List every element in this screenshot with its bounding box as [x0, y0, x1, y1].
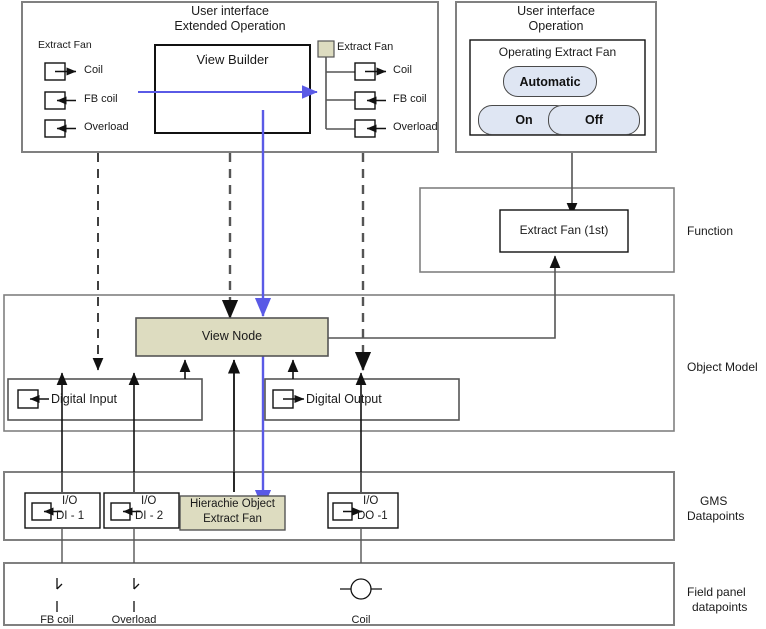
- tree-io-icon-fbcoil: [354, 91, 386, 110]
- tree-io-icon-overload: [354, 119, 386, 138]
- digital-input-io-icon: [17, 389, 49, 409]
- left-item-label-overload[interactable]: Overload: [84, 121, 129, 133]
- digital-input-label[interactable]: Digital Input: [51, 392, 118, 406]
- object-model-band-side-label: Object Model: [687, 360, 758, 374]
- left-item-label-coil[interactable]: Coil: [84, 64, 103, 76]
- tree-item-label-fb-coil[interactable]: FB coil: [393, 93, 427, 105]
- object-model-band: [3, 294, 675, 432]
- left-io-icon-coil: [44, 62, 77, 81]
- operating-extract-fan-title: Operating Extract Fan: [498, 45, 617, 59]
- tree-item-label-coil[interactable]: Coil: [393, 64, 412, 76]
- switch-contact-icon-fbcoil: [56, 578, 63, 612]
- gms-do1-bottom-label[interactable]: DO -1: [357, 510, 388, 522]
- tree-root-swatch: [317, 40, 335, 58]
- relay-coil-icon: [340, 578, 382, 600]
- ui-operation-title-line2: Operation: [528, 19, 584, 33]
- ui-extended-title-line2: Extended Operation: [174, 19, 286, 33]
- gms-hierarchy-label-line2[interactable]: Extract Fan: [203, 513, 262, 525]
- gms-do1-top-label: I/O: [363, 495, 379, 507]
- left-io-icon-fbcoil: [44, 91, 76, 110]
- field-band-side-label-line1: Field panel: [687, 585, 746, 599]
- automatic-button[interactable]: Automatic: [503, 66, 597, 97]
- ui-extended-title-line1: User interface: [191, 4, 269, 18]
- view-builder-label[interactable]: View Builder: [196, 52, 269, 67]
- view-builder-box: [154, 44, 311, 134]
- ui-operation-band: [455, 1, 657, 153]
- digital-output-label[interactable]: Digital Output: [306, 392, 382, 406]
- gms-io-icon-do1: [332, 502, 363, 521]
- extract-fan-function-label[interactable]: Extract Fan (1st): [519, 223, 609, 237]
- off-button[interactable]: Off: [548, 105, 640, 135]
- tree-item-label-overload[interactable]: Overload: [393, 121, 438, 133]
- gms-io-icon-di1: [31, 502, 62, 521]
- digital-output-io-icon: [272, 389, 305, 409]
- view-node-box: [135, 317, 329, 357]
- ui-operation-title-line1: User interface: [517, 4, 595, 18]
- gms-hierarchy-label-line1[interactable]: Hierachie Object: [189, 498, 275, 510]
- tree-root-label-extract-fan[interactable]: Extract Fan: [337, 41, 394, 53]
- ui-extended-band: [21, 1, 439, 153]
- gms-band: [3, 471, 675, 541]
- gms-hierarchy-box: [179, 495, 286, 531]
- function-band-side-label: Function: [687, 224, 734, 238]
- gms-io-icon-di2: [110, 502, 141, 521]
- gms-di1-top-label: I/O: [62, 495, 78, 507]
- gms-di1-bottom-label[interactable]: DI - 1: [56, 510, 85, 522]
- extract-fan-function-box: [499, 209, 629, 253]
- field-point-label-overload: Overload: [111, 614, 157, 626]
- field-band: [3, 562, 675, 626]
- left-io-icon-overload: [44, 119, 76, 138]
- gms-di2-top-label: I/O: [141, 495, 157, 507]
- gms-band-side-label-line1: GMS: [700, 494, 728, 508]
- gms-di2-bottom-label[interactable]: DI - 2: [135, 510, 164, 522]
- left-item-label-fb-coil[interactable]: FB coil: [84, 93, 118, 105]
- tree-io-icon-coil: [354, 62, 387, 81]
- tree-branch-lines: [325, 57, 355, 130]
- viewnode-to-function-line: [328, 255, 561, 339]
- field-point-label-coil: Coil: [351, 614, 371, 626]
- gms-band-side-label-line2: Datapoints: [687, 509, 745, 523]
- function-band: [419, 187, 675, 273]
- left-group-label-extract-fan: Extract Fan: [38, 39, 92, 51]
- field-band-side-label-line2: datapoints: [692, 600, 748, 614]
- field-point-label-fb-coil: FB coil: [40, 614, 74, 626]
- view-node-label[interactable]: View Node: [201, 329, 263, 343]
- switch-contact-icon-overload: [133, 578, 140, 612]
